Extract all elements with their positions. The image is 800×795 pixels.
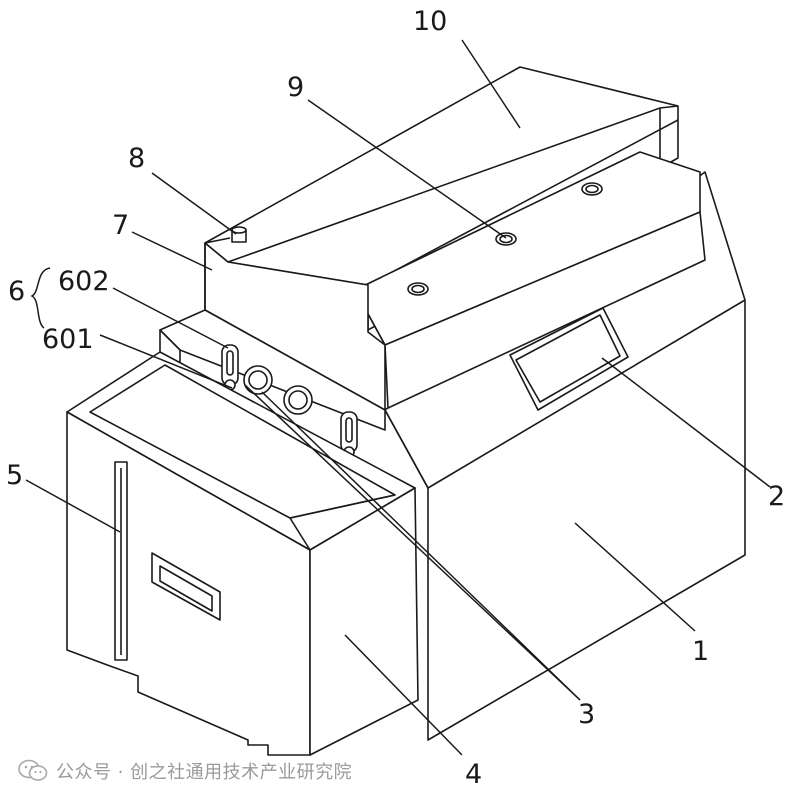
label-3: 3 bbox=[578, 699, 595, 730]
top-hole-2 bbox=[495, 232, 517, 246]
drawer-handle bbox=[151, 552, 221, 621]
label-2: 2 bbox=[768, 481, 785, 512]
watermark: 公众号 · 创之社通用技术产业研究院 bbox=[18, 756, 352, 786]
label-7: 7 bbox=[112, 210, 129, 241]
label-8: 8 bbox=[128, 143, 145, 174]
label-6: 6 bbox=[8, 276, 25, 307]
watermark-text: 公众号 · 创之社通用技术产业研究院 bbox=[56, 762, 353, 783]
reference-labels: 10 9 8 7 6 602 601 5 2 1 3 4 bbox=[6, 6, 785, 790]
bracket-left bbox=[221, 344, 239, 391]
label-6-brace bbox=[30, 267, 51, 329]
display-panel bbox=[509, 307, 629, 411]
label-10: 10 bbox=[413, 6, 447, 37]
label-9: 9 bbox=[287, 72, 304, 103]
pin bbox=[231, 226, 247, 243]
wechat-icon bbox=[18, 759, 48, 781]
upper-housing bbox=[354, 151, 706, 409]
label-1: 1 bbox=[692, 636, 709, 667]
top-hole-3 bbox=[581, 182, 603, 196]
label-5: 5 bbox=[6, 460, 23, 491]
leader-lines bbox=[25, 39, 771, 756]
label-601: 601 bbox=[42, 324, 94, 355]
label-4: 4 bbox=[465, 759, 482, 790]
front-cabinet bbox=[66, 351, 419, 756]
knob-left bbox=[243, 365, 273, 395]
label-602: 602 bbox=[58, 266, 110, 297]
top-hole-1 bbox=[407, 282, 429, 296]
knob-right bbox=[283, 385, 313, 415]
